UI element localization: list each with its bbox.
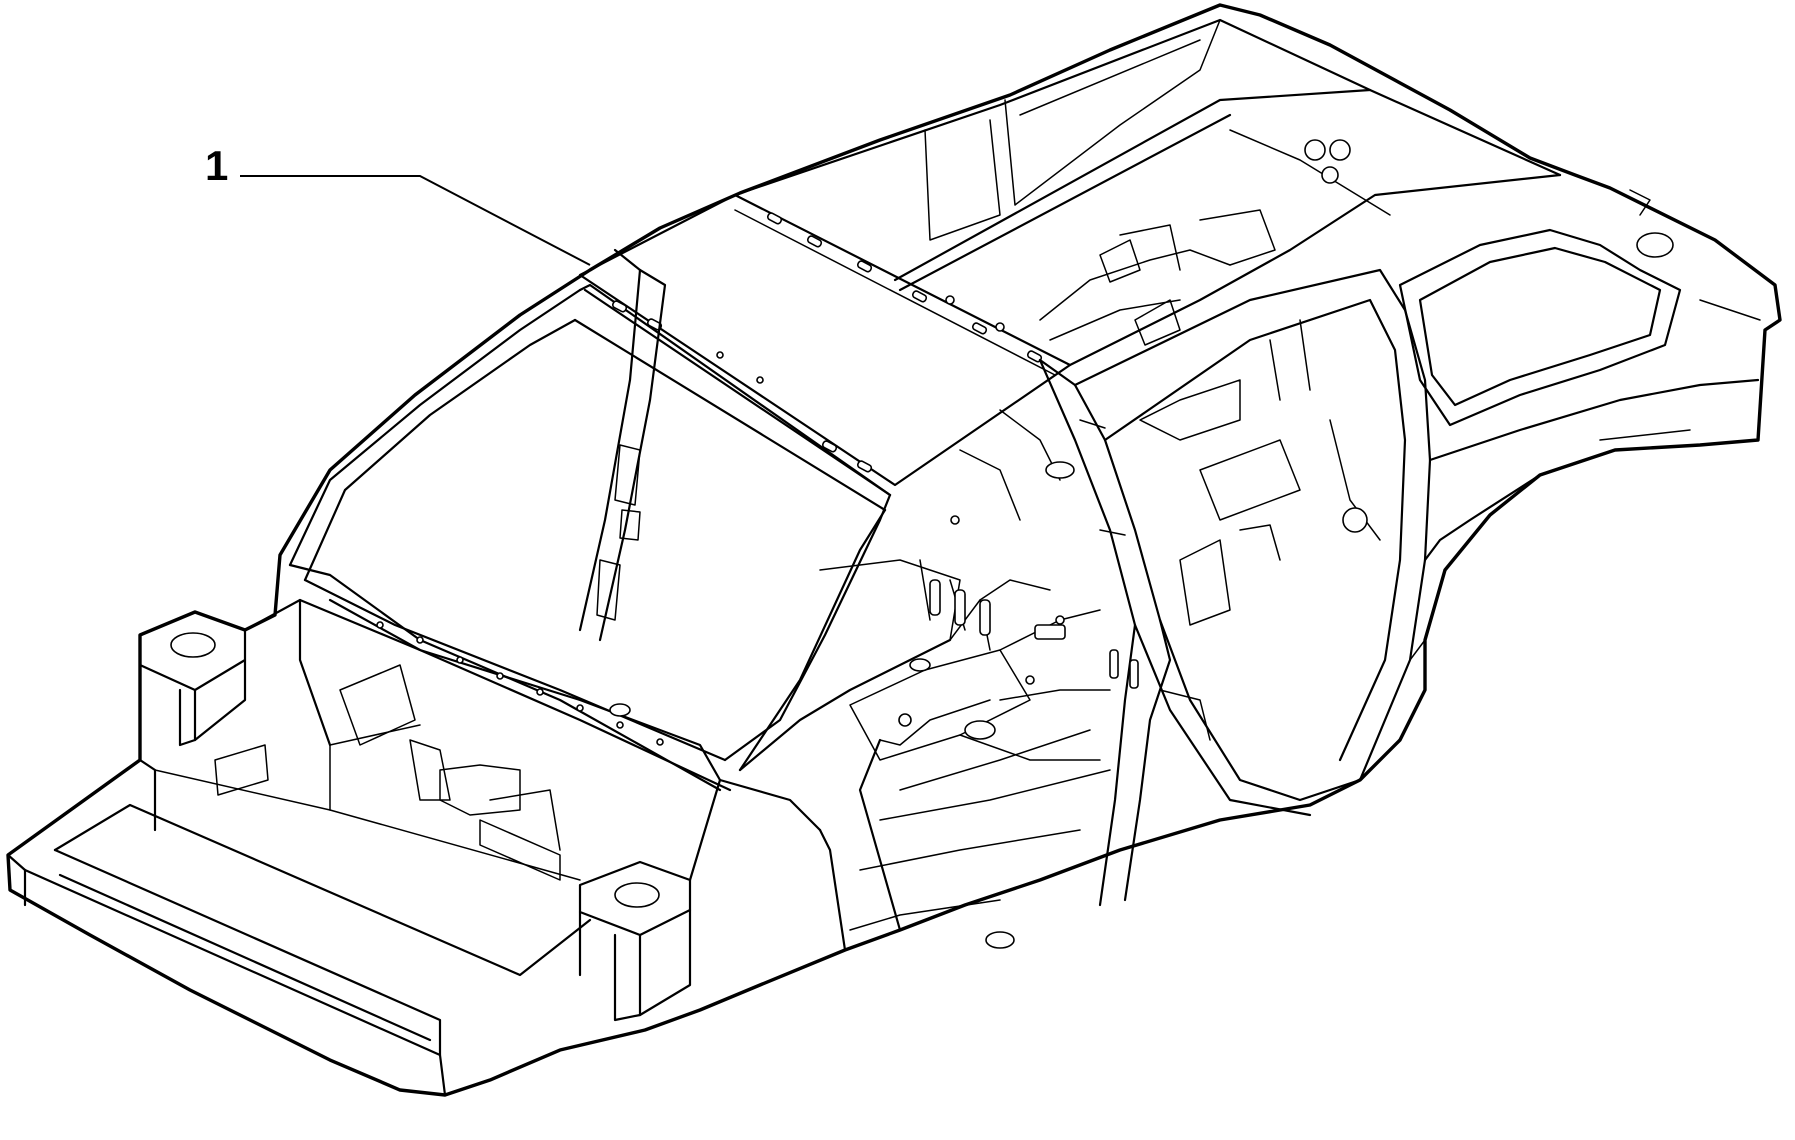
roof-rails	[733, 18, 1562, 367]
rear-quarter-panel	[1409, 299, 1761, 661]
windshield-frame	[288, 283, 892, 792]
firewall-panel	[214, 598, 822, 882]
callout-leader-line	[240, 175, 591, 266]
body-outline	[6, 3, 1782, 1097]
rear-quarter-window	[1398, 189, 1682, 427]
right-strut-tower	[578, 860, 692, 1022]
front-crossmember	[6, 724, 592, 1097]
left-strut-tower	[138, 610, 247, 762]
callout-1: 1	[205, 142, 591, 266]
floor-pan	[609, 559, 1111, 952]
side-door-aperture	[1073, 268, 1432, 817]
floor-crossmember-slots	[929, 579, 1211, 741]
callout-label: 1	[205, 142, 228, 189]
rear-floor	[950, 209, 1276, 525]
a-pillar	[578, 248, 667, 642]
